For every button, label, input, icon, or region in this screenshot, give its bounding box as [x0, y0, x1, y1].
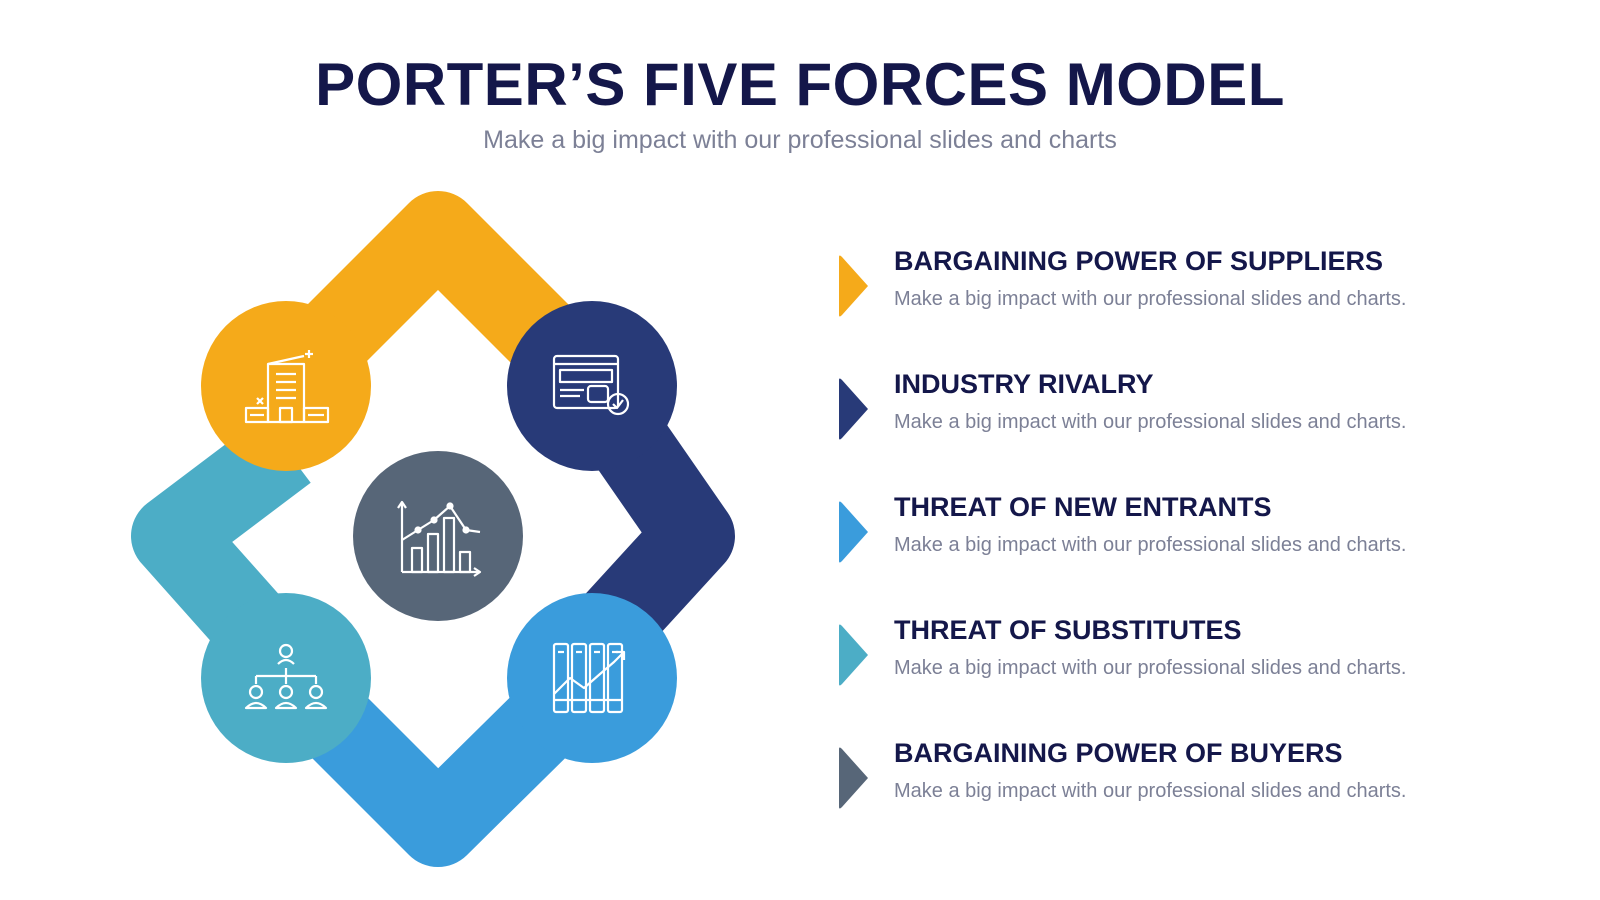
force-description: Make a big impact with our professional …: [894, 288, 1407, 310]
arrow-marker-shape: [839, 747, 868, 809]
arrow-marker-icon: [839, 501, 868, 563]
arrow-marker-shape: [839, 378, 868, 440]
five-forces-diagram: [131, 191, 735, 867]
force-item-rivalry: INDUSTRY RIVALRY Make a big impact with …: [836, 363, 1576, 486]
force-title: BARGAINING POWER OF BUYERS: [894, 738, 1343, 768]
analytics-chart-icon: [397, 500, 482, 577]
force-description: Make a big impact with our professional …: [894, 534, 1407, 556]
force-item-substitutes: THREAT OF SUBSTITUTES Make a big impact …: [836, 609, 1576, 732]
arrow-marker-icon: [839, 255, 868, 317]
force-title: THREAT OF NEW ENTRANTS: [894, 492, 1272, 522]
building-icon: [244, 350, 330, 424]
force-item-buyers: BARGAINING POWER OF BUYERS Make a big im…: [836, 732, 1576, 855]
arrow-marker-icon: [839, 378, 868, 440]
forces-list: BARGAINING POWER OF SUPPLIERS Make a big…: [836, 240, 1576, 855]
node-new-entrants: [507, 593, 677, 763]
arrow-marker-icon: [839, 624, 868, 686]
page-title: PORTER’S FIVE FORCES MODEL: [315, 51, 1285, 118]
page-subtitle: Make a big impact with our professional …: [483, 126, 1117, 154]
arrow-marker-shape: [839, 255, 868, 317]
force-description: Make a big impact with our professional …: [894, 780, 1407, 802]
arrow-marker-shape: [839, 501, 868, 563]
force-title: INDUSTRY RIVALRY: [894, 369, 1154, 399]
org-chart-icon: [244, 643, 328, 710]
arrow-marker-icon: [839, 747, 868, 809]
force-item-suppliers: BARGAINING POWER OF SUPPLIERS Make a big…: [836, 240, 1576, 363]
force-title: THREAT OF SUBSTITUTES: [894, 615, 1242, 645]
force-item-new-entrants: THREAT OF NEW ENTRANTS Make a big impact…: [836, 486, 1576, 609]
force-title: BARGAINING POWER OF SUPPLIERS: [894, 246, 1384, 276]
arrow-marker-shape: [839, 624, 868, 686]
force-description: Make a big impact with our professional …: [894, 657, 1407, 679]
binders-chart-icon: [552, 642, 626, 714]
force-description: Make a big impact with our professional …: [894, 411, 1407, 433]
node-suppliers: [201, 301, 371, 471]
browser-check-icon: [552, 354, 630, 416]
